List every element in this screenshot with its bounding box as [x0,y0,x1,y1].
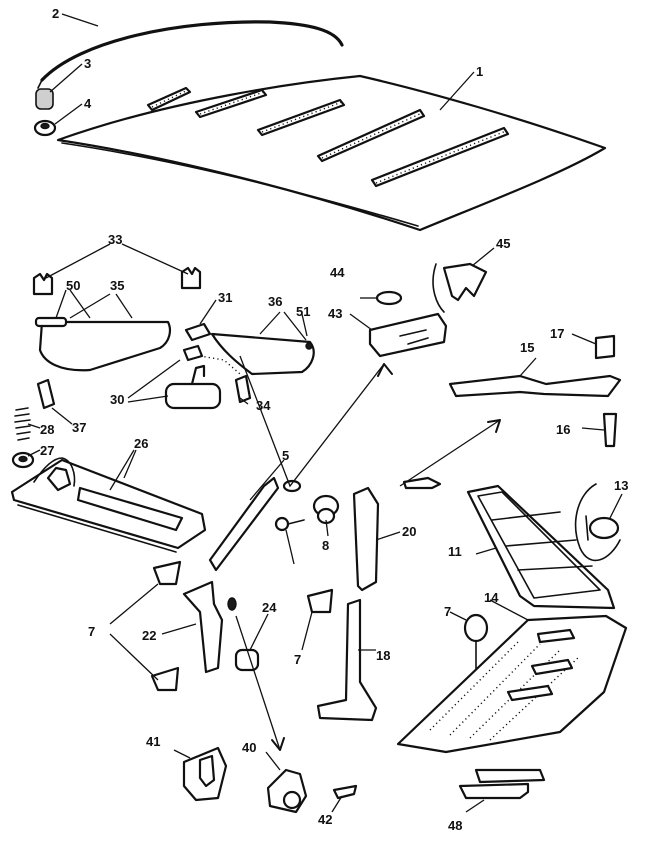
callout-48: 48 [448,818,462,833]
part-washer [33,119,57,137]
part-pillar-trim-strip [208,476,280,572]
callout-34: 34 [256,398,271,413]
callout-26: 26 [134,436,148,451]
callout-33: 33 [108,232,122,247]
part-bracket-18 [316,598,378,722]
callout-27: 27 [40,443,54,458]
callout-14: 14 [484,590,499,605]
part-clip-17 [594,334,616,360]
callout-7a: 7 [88,624,95,639]
part-visor-pivot [182,322,241,375]
callout-7b: 7 [294,652,301,667]
part-grommet [35,88,54,110]
part-screw-10 [274,516,305,532]
part-washer-27 [11,451,35,469]
part-dome-light [368,312,448,358]
leader-lines [27,13,623,813]
callout-13: 13 [614,478,628,493]
callout-44: 44 [330,265,345,280]
part-screw-42 [332,784,358,800]
callout-40: 40 [242,740,256,755]
part-plug-d [463,613,489,691]
callout-5: 5 [282,448,289,463]
callout-17: 17 [550,326,564,341]
part-lock-40 [266,768,308,814]
callout-45: 45 [496,236,510,251]
callout-28: 28 [40,422,54,437]
part-sun-visor-left [34,316,171,372]
callout-7c: 7 [444,604,451,619]
part-bracket-45 [432,262,488,313]
part-clip-13 [574,483,621,562]
callout-2: 2 [52,6,59,21]
part-roof-bow-rod [37,20,344,89]
part-visor-clip-right [180,266,202,290]
part-headliner [56,74,607,232]
callout-35: 35 [110,278,124,293]
callout-labels: 1 2 3 4 33 50 35 31 36 51 30 34 37 28 27… [40,6,628,833]
callout-43: 43 [328,306,342,321]
callout-18a: 18 [376,648,390,663]
callout-30: 30 [110,392,124,407]
part-rail-48 [458,768,546,800]
part-plug-c [306,588,334,614]
part-grille-panel [466,484,616,610]
headliner-bows [146,86,510,188]
callout-24: 24 [262,600,277,615]
part-rod-15 [448,374,622,398]
part-parcel-shelf [396,614,628,754]
callout-4: 4 [84,96,92,111]
part-screw-16 [602,412,618,448]
callout-1: 1 [476,64,483,79]
part-spring-28 [14,407,31,441]
callout-51: 51 [296,304,310,319]
callout-8: 8 [322,538,329,553]
callout-36: 36 [268,294,282,309]
callout-11: 11 [448,544,462,559]
callout-41: 41 [146,734,160,749]
callout-31: 31 [218,290,232,305]
callout-15: 15 [520,340,534,355]
part-rear-view-mirror [164,364,222,410]
part-center-console [10,457,207,553]
part-pillar-trim-20 [352,486,380,592]
callout-20: 20 [402,524,416,539]
part-visor-clip-left [32,272,54,296]
part-plug-b [150,666,180,692]
part-sun-visor-right [210,332,315,376]
part-trim-22 [182,580,224,674]
callout-22: 22 [142,628,156,643]
part-clip-loose [402,476,442,490]
part-knob-24 [227,597,260,672]
part-housing-41 [182,746,228,802]
part-knob-8 [312,494,340,525]
callout-50: 50 [66,278,80,293]
part-screw-37 [36,378,56,410]
callout-16: 16 [556,422,570,437]
callout-42: 42 [318,812,332,827]
callout-3: 3 [84,56,91,71]
part-visor-screw-34 [234,374,252,404]
callout-37: 37 [72,420,86,435]
part-small-lens-44 [282,290,403,493]
part-plug-a [152,560,182,586]
